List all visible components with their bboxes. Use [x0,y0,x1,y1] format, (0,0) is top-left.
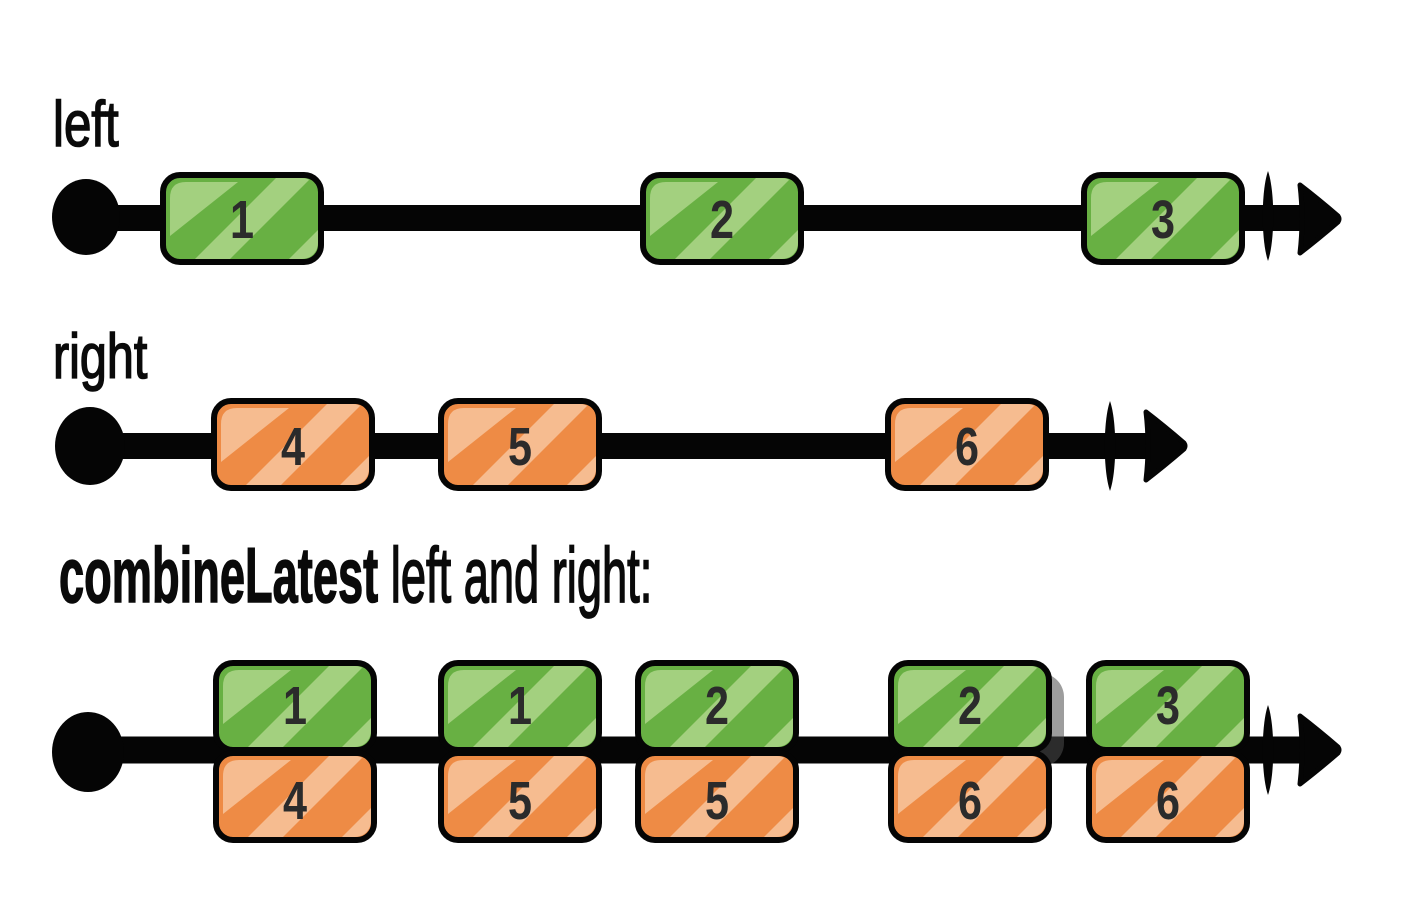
svg-text:1: 1 [283,677,307,737]
svg-text:6: 6 [958,772,982,832]
svg-text:1: 1 [230,191,254,251]
svg-text:2: 2 [710,191,734,251]
svg-text:2: 2 [958,677,982,737]
svg-text:5: 5 [508,772,532,832]
svg-text:left: left [53,89,119,161]
svg-text:1: 1 [508,677,532,737]
svg-text:2: 2 [705,677,729,737]
svg-text:5: 5 [705,772,729,832]
svg-text:right: right [53,321,148,392]
svg-text:4: 4 [283,772,307,832]
svg-text:4: 4 [281,418,305,478]
svg-text:6: 6 [1156,772,1180,832]
svg-text:3: 3 [1156,677,1180,737]
svg-text:6: 6 [955,418,979,478]
svg-text:combineLatest left and right:: combineLatest left and right: [59,531,652,619]
svg-text:5: 5 [508,418,532,478]
svg-text:3: 3 [1151,191,1175,251]
